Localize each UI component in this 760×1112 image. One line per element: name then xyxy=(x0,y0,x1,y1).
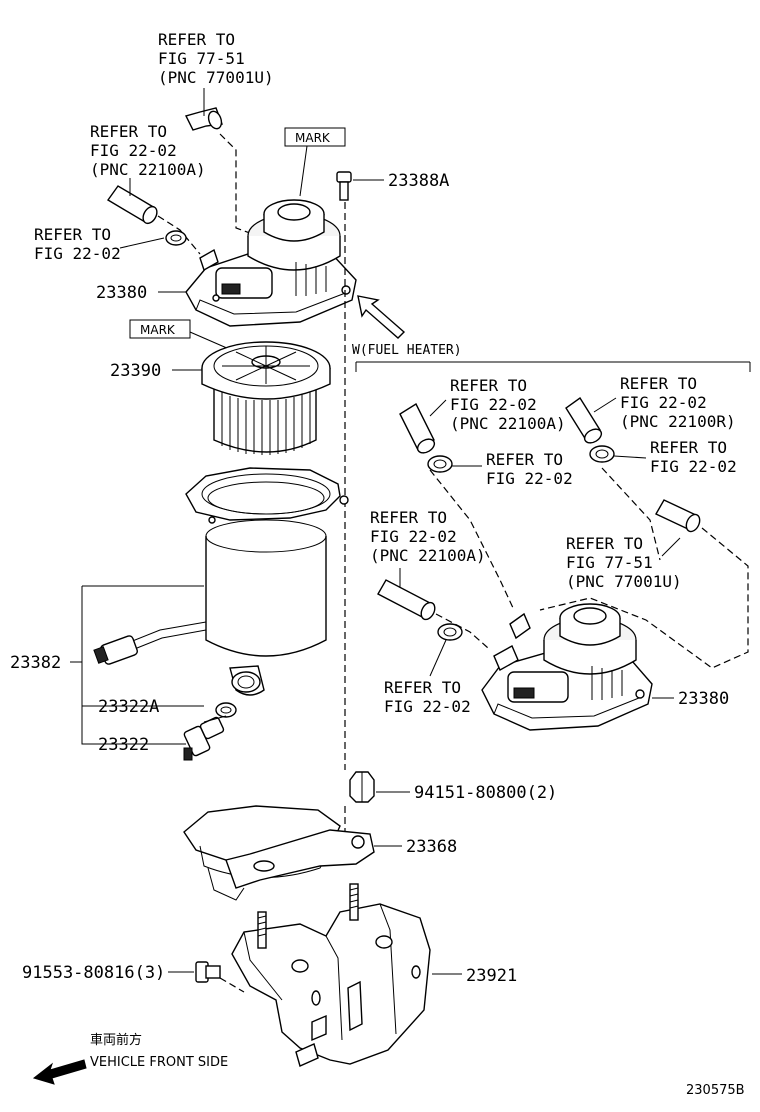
ref-left-clamp-label: REFER TO FIG 22-02 xyxy=(34,225,121,263)
ref-fh-clamp-bottom-label: REFER TO FIG 22-02 xyxy=(384,678,471,716)
fh-hose-right[interactable] xyxy=(655,499,702,534)
vehicle-front-arrow-icon xyxy=(32,1059,87,1085)
svg-text:REFER TO: REFER TO xyxy=(620,374,697,393)
part-23368-label: 23368 xyxy=(406,837,457,857)
svg-text:REFER TO: REFER TO xyxy=(566,534,643,553)
svg-text:(PNC 22100A): (PNC 22100A) xyxy=(90,160,206,179)
svg-text:FIG 22-02: FIG 22-02 xyxy=(486,469,573,488)
fh-clamp-right[interactable] xyxy=(589,445,615,463)
bolt-23388A[interactable] xyxy=(336,171,352,201)
filter-case-23382[interactable] xyxy=(93,467,349,696)
part-23380-label: 23380 xyxy=(96,283,147,303)
part-23921-label: 23921 xyxy=(466,966,517,986)
mark-top-label: MARK xyxy=(284,127,346,147)
part-23390-label: 23390 xyxy=(110,361,161,381)
svg-text:FIG 22-02: FIG 22-02 xyxy=(370,527,457,546)
svg-text:(PNC 77001U): (PNC 77001U) xyxy=(158,68,274,87)
svg-text:REFER TO: REFER TO xyxy=(650,438,727,457)
part-23382-label: 23382 xyxy=(10,653,61,673)
nut-94151-80800[interactable] xyxy=(349,771,375,803)
ref-top-hose-label: REFER TO FIG 77-51 (PNC 77001U) xyxy=(158,30,274,87)
svg-text:FIG 22-02: FIG 22-02 xyxy=(90,141,177,160)
sensor-23322[interactable] xyxy=(183,715,227,761)
fuel-heater-section: W(FUEL HEATER) xyxy=(352,343,751,372)
ref-fh-hose-r-label: REFER TO FIG 22-02 (PNC 22100R) xyxy=(620,374,736,431)
fh-hose-left[interactable] xyxy=(377,579,438,622)
svg-text:FIG 22-02: FIG 22-02 xyxy=(650,457,737,476)
svg-text:REFER TO: REFER TO xyxy=(90,122,167,141)
svg-text:REFER TO: REFER TO xyxy=(158,30,235,49)
part-23322-label: 23322 xyxy=(98,735,149,755)
ref-fh-hose-a-label: REFER TO FIG 22-02 (PNC 22100A) xyxy=(450,376,566,433)
bolt-91553-80816[interactable] xyxy=(195,961,221,983)
svg-text:FIG 22-02: FIG 22-02 xyxy=(620,393,707,412)
left-hose-clamp[interactable] xyxy=(165,230,187,246)
left-fuel-hose[interactable] xyxy=(106,185,160,226)
part-94151-label: 94151-80800(2) xyxy=(414,783,557,803)
filter-element-23390[interactable] xyxy=(201,341,331,455)
ref-fh-hose-left-label: REFER TO FIG 22-02 (PNC 22100A) xyxy=(370,508,486,565)
svg-text:REFER TO: REFER TO xyxy=(370,508,447,527)
svg-text:(PNC 22100A): (PNC 22100A) xyxy=(450,414,566,433)
bracket-23368[interactable] xyxy=(183,805,375,901)
svg-text:(PNC 77001U): (PNC 77001U) xyxy=(566,572,682,591)
filter-head-23380[interactable] xyxy=(185,199,357,327)
part-91553-label: 91553-80816(3) xyxy=(22,963,165,983)
svg-text:MARK: MARK xyxy=(295,131,331,145)
fuel-heater-arrow xyxy=(357,295,406,339)
part-23388A: 23388A xyxy=(388,171,449,191)
svg-text:FIG 22-02: FIG 22-02 xyxy=(34,244,121,263)
part-23322A-label: 23322A xyxy=(98,697,159,717)
top-fuel-hose[interactable] xyxy=(184,107,224,131)
svg-text:MARK: MARK xyxy=(140,323,176,337)
filter-head-23380-fuel-heater[interactable] xyxy=(481,603,653,731)
svg-text:REFER TO: REFER TO xyxy=(34,225,111,244)
svg-text:W(FUEL HEATER): W(FUEL HEATER) xyxy=(352,343,462,358)
svg-text:(PNC 22100R): (PNC 22100R) xyxy=(620,412,736,431)
svg-text:FIG 22-02: FIG 22-02 xyxy=(384,697,471,716)
svg-text:FIG 22-02: FIG 22-02 xyxy=(450,395,537,414)
ref-fh-hose-right-label: REFER TO FIG 77-51 (PNC 77001U) xyxy=(566,534,682,591)
ref-fh-clamp-right-label: REFER TO FIG 22-02 xyxy=(650,438,737,476)
mark-filter-label: MARK xyxy=(129,319,191,339)
vehicle-front-en: VEHICLE FRONT SIDE xyxy=(90,1055,228,1070)
svg-text:REFER TO: REFER TO xyxy=(486,450,563,469)
fh-hose-22100R[interactable] xyxy=(565,396,604,446)
svg-text:REFER TO: REFER TO xyxy=(450,376,527,395)
fh-hose-22100A[interactable] xyxy=(399,402,437,456)
ref-fh-clamp-mid-label: REFER TO FIG 22-02 xyxy=(486,450,573,488)
o-ring-23322A[interactable] xyxy=(215,702,237,718)
svg-text:FIG 77-51: FIG 77-51 xyxy=(566,553,653,572)
svg-text:FIG 77-51: FIG 77-51 xyxy=(158,49,245,68)
mount-bracket-23921[interactable] xyxy=(231,883,431,1067)
part-23380-fh-label: 23380 xyxy=(678,689,729,709)
svg-text:(PNC 22100A): (PNC 22100A) xyxy=(370,546,486,565)
ref-left-hose-label: REFER TO FIG 22-02 (PNC 22100A) xyxy=(90,122,206,179)
vehicle-front-jp: 車両前方 xyxy=(90,1032,142,1048)
drawing-number: 230575B xyxy=(686,1083,745,1098)
fh-clamp-bottom[interactable] xyxy=(437,623,463,641)
svg-text:REFER TO: REFER TO xyxy=(384,678,461,697)
fh-clamp-mid[interactable] xyxy=(427,455,453,473)
